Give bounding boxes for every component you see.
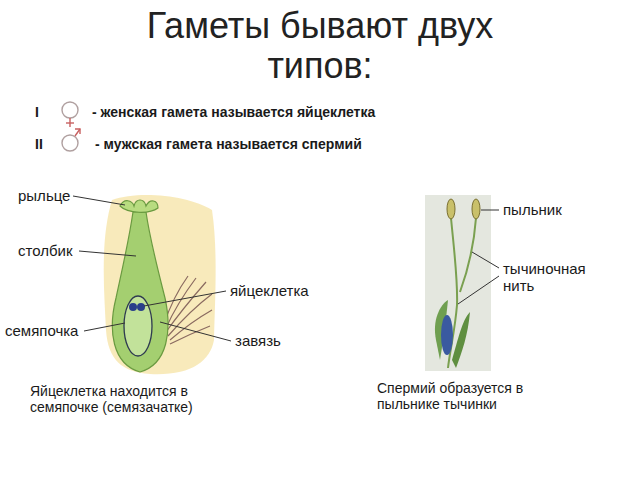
title: Гаметы бывают двух типов: [120, 6, 520, 87]
female-symbol [62, 102, 78, 127]
pistil-drawing [104, 195, 216, 374]
figure-caption: Спермий образуется в пыльнике тычинки [377, 380, 552, 412]
part-label: семяпочка [5, 322, 78, 339]
roman-numeral: I [35, 104, 39, 120]
part-label: пыльник [503, 201, 562, 218]
definition-text: - мужская гамета называется спермий [95, 136, 362, 152]
figure-caption: Яйцеклетка находится в семяпочке (семяза… [30, 383, 245, 415]
roman-numeral: II [35, 136, 43, 152]
definition-text: - женская гамета называется яйцеклетка [92, 104, 375, 120]
male-symbol [62, 129, 80, 151]
leader-lines [73, 196, 499, 341]
stamen-drawing [425, 195, 491, 371]
part-label: столбик [18, 242, 73, 259]
part-label: завязь [235, 332, 281, 349]
part-label: яйцеклетка [230, 282, 309, 299]
part-label: тычиночная нить [503, 260, 615, 295]
part-label: рыльце [18, 187, 70, 204]
